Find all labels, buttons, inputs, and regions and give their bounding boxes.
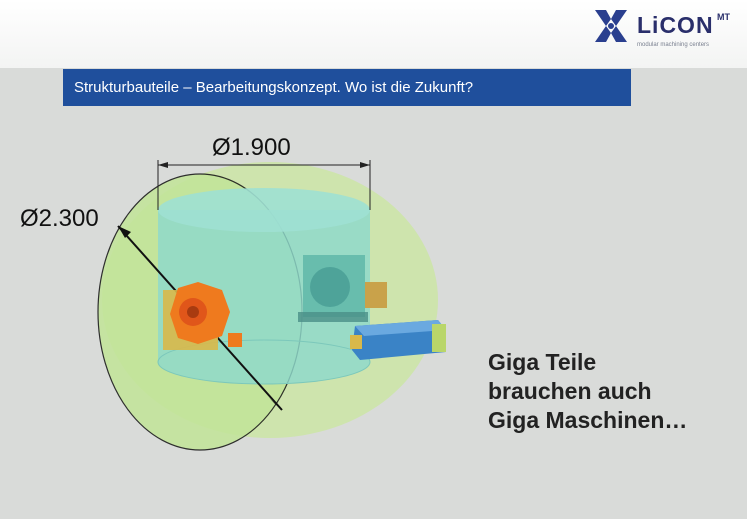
caption-line-3: Giga Maschinen… — [488, 407, 688, 433]
cylinder-top — [158, 188, 370, 232]
header-bar: LiCON MT modular machining centers — [0, 0, 747, 68]
slide-caption: Giga Teile brauchen auch Giga Maschinen… — [488, 348, 738, 435]
dim-inner-label: Ø1.900 — [212, 134, 291, 161]
logo-tagline: modular machining centers — [637, 42, 710, 48]
licon-x-icon — [595, 10, 627, 42]
logo-brand: LiCON — [637, 12, 714, 38]
caption-line-2: brauchen auch — [488, 378, 652, 404]
dim-outer-label: Ø2.300 — [20, 205, 99, 232]
caption-line-1: Giga Teile — [488, 349, 597, 375]
logo-superscript: MT — [717, 12, 730, 22]
slide-title: Strukturbauteile – Bearbeitungskonzept. … — [63, 69, 631, 106]
licon-logo: LiCON MT modular machining centers — [593, 6, 743, 54]
